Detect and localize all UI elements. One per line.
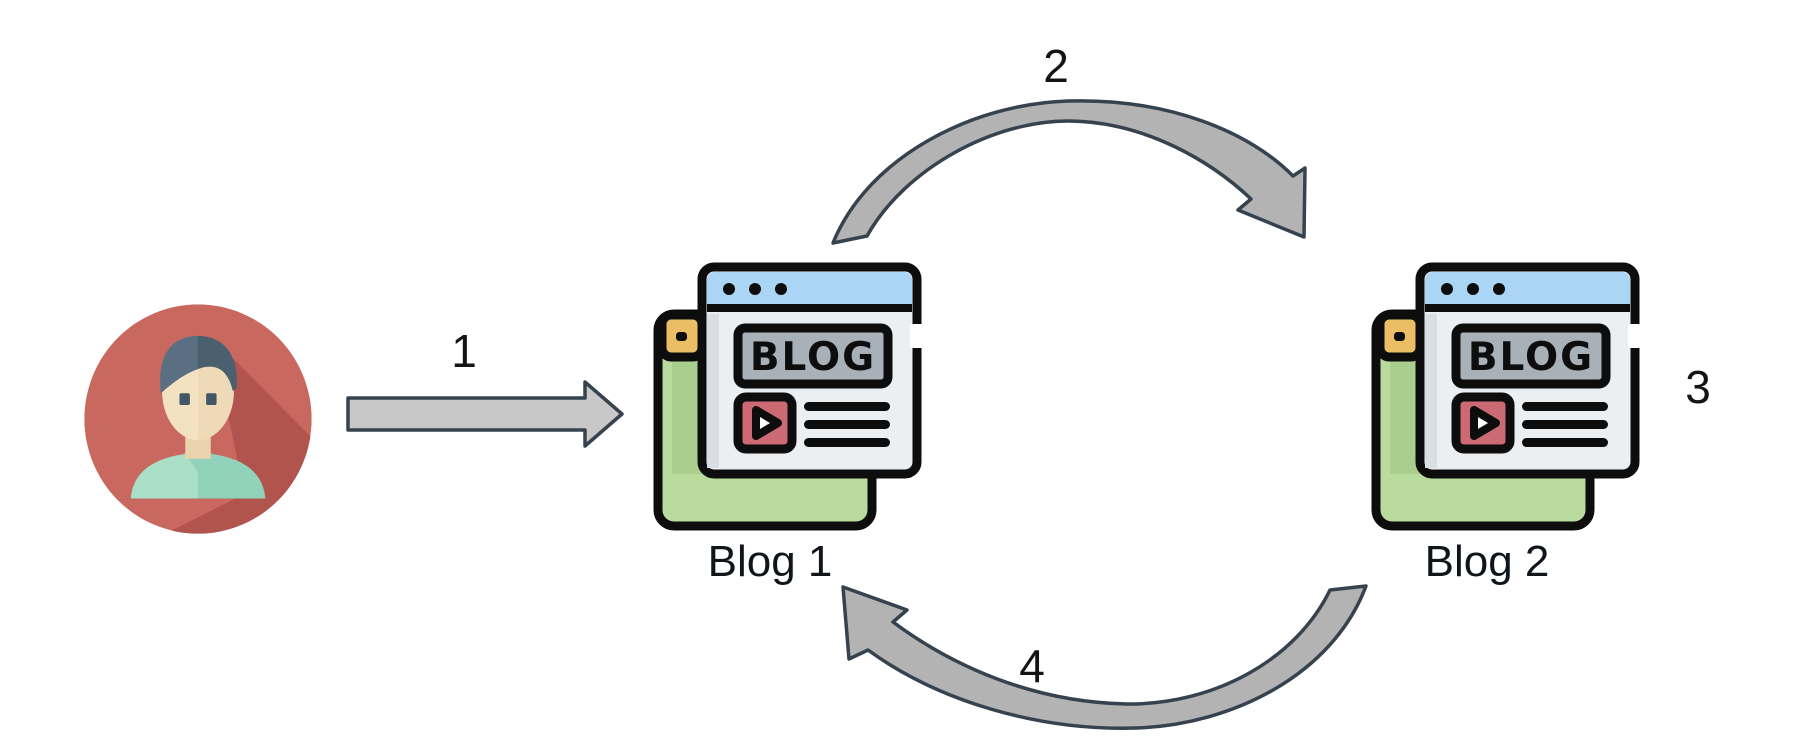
blog1-window-dot-3 <box>775 283 787 295</box>
blog1-text-line-2 <box>804 420 890 429</box>
blog2-window-dot-3 <box>1493 283 1505 295</box>
blog1-play-icon <box>752 406 782 440</box>
blog1-titlebar-divider <box>707 304 912 312</box>
blog2-text-line-1 <box>1522 402 1608 411</box>
blog2-window-dot-1 <box>1441 283 1453 295</box>
blog2-window-dot-2 <box>1467 283 1479 295</box>
blog2-titlebar-divider <box>1425 304 1630 312</box>
avatar-shirt-shade <box>198 452 266 499</box>
avatar-left-eye <box>179 393 190 405</box>
step-1-label: 1 <box>451 325 477 377</box>
blog1-text-line-1 <box>804 402 890 411</box>
blog1-text-line-3 <box>804 438 890 447</box>
blog2-window-side-shade <box>1425 314 1437 468</box>
blog2-play-icon <box>1470 406 1500 440</box>
blog2-icon: BLOG <box>1371 262 1640 531</box>
blog2-border-notch <box>1628 324 1640 348</box>
blog1-window-side-shade <box>707 314 719 468</box>
avatar-hair-shade <box>198 335 237 391</box>
blog1-to-blog2-arrow <box>831 99 1307 245</box>
blog1-icon: BLOG <box>653 262 922 531</box>
blog1-banner <box>733 323 893 389</box>
user-to-blog1-arrow <box>346 380 624 448</box>
step-2-label: 2 <box>1043 40 1069 92</box>
blog1-window-dot-2 <box>749 283 761 295</box>
blog2-text-line-2 <box>1522 420 1608 429</box>
avatar-long-shadow <box>128 337 312 534</box>
blog2-text-line-3 <box>1522 438 1608 447</box>
blog2-tab-dash <box>1394 332 1405 341</box>
blog2-banner <box>1451 323 1611 389</box>
blog1-label: Blog 1 <box>707 537 833 586</box>
blog1-border-notch <box>910 324 922 348</box>
step-4-label: 4 <box>1019 640 1045 692</box>
blog1-titlebar <box>707 272 912 312</box>
blog2-banner-text: BLOG <box>1468 335 1594 380</box>
person-avatar-icon <box>84 304 312 534</box>
blog2-titlebar <box>1425 272 1630 312</box>
step-3-label: 3 <box>1685 361 1711 413</box>
blog1-tab-dash <box>676 332 687 341</box>
blog2-to-blog1-arrow <box>841 584 1368 730</box>
blog1-banner-text: BLOG <box>750 335 876 380</box>
blog1-window-dot-1 <box>723 283 735 295</box>
blog2-label: Blog 2 <box>1424 537 1550 586</box>
avatar-right-eye <box>206 393 217 405</box>
